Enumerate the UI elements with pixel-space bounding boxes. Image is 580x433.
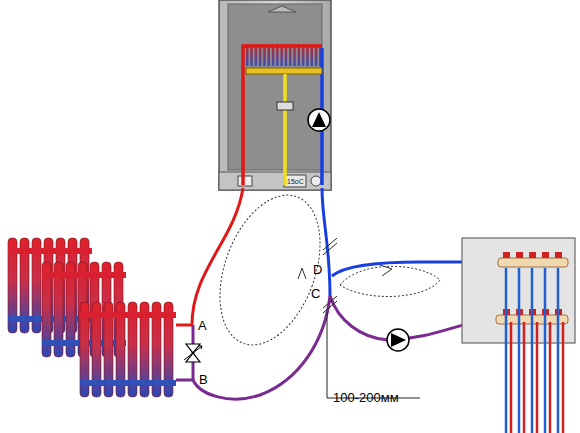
floor-loop-supply [523, 322, 526, 433]
floor-loop-supply [536, 322, 539, 433]
radiator-header [8, 248, 92, 254]
radiator-header [80, 312, 176, 318]
boiler-display [284, 175, 306, 187]
radiator-front [80, 302, 176, 397]
floor-pump [387, 329, 409, 351]
floor-loops [506, 268, 563, 433]
spacing-marks [323, 238, 337, 313]
boiler-panel [219, 172, 331, 190]
return-pipe [176, 296, 330, 399]
boiler-switch [238, 176, 252, 186]
boiler-loop-arrow [298, 268, 306, 279]
gas-line [283, 74, 287, 185]
floor-loop-return [557, 268, 560, 433]
floor-loop-supply [562, 322, 565, 433]
flue [268, 6, 296, 12]
point-label: A [198, 319, 207, 332]
floor-loop-supply [549, 322, 552, 433]
manifold-valve [529, 252, 536, 258]
boiler-housing [219, 0, 331, 190]
dimension-label: 100-200мм [333, 391, 399, 404]
floor-loop-supply [510, 322, 513, 433]
floor-loop-arrow [380, 265, 392, 276]
boiler [219, 0, 331, 190]
supply-pipe [176, 188, 243, 325]
boiler-loop [201, 181, 339, 358]
valve-adjust [184, 346, 202, 360]
manifold-valve [516, 252, 523, 258]
manifold-valve [555, 252, 562, 258]
boiler-return [322, 188, 330, 296]
point-label: C [311, 287, 320, 300]
manifold-valve [503, 252, 510, 258]
point-label: D [313, 263, 322, 276]
return-manifold [498, 258, 568, 267]
radiator-header [42, 272, 126, 278]
floor-pump-arrow [391, 333, 406, 347]
floor-loop-return [505, 268, 508, 433]
floor-loop-return [544, 268, 547, 433]
boiler-pump [308, 109, 330, 131]
boiler-pump-arrow [312, 112, 326, 127]
gas-valve [277, 102, 293, 110]
pipes [176, 188, 500, 399]
burner [246, 68, 322, 74]
floor-loop-return [531, 268, 534, 433]
radiator-header [80, 380, 176, 386]
point-label: B [199, 373, 208, 386]
dimension-leader [327, 312, 420, 398]
manifold-valve [542, 252, 549, 258]
boiler-knob [311, 176, 321, 186]
display-reading: 15оС [287, 178, 304, 185]
floor-loop-return [518, 268, 521, 433]
